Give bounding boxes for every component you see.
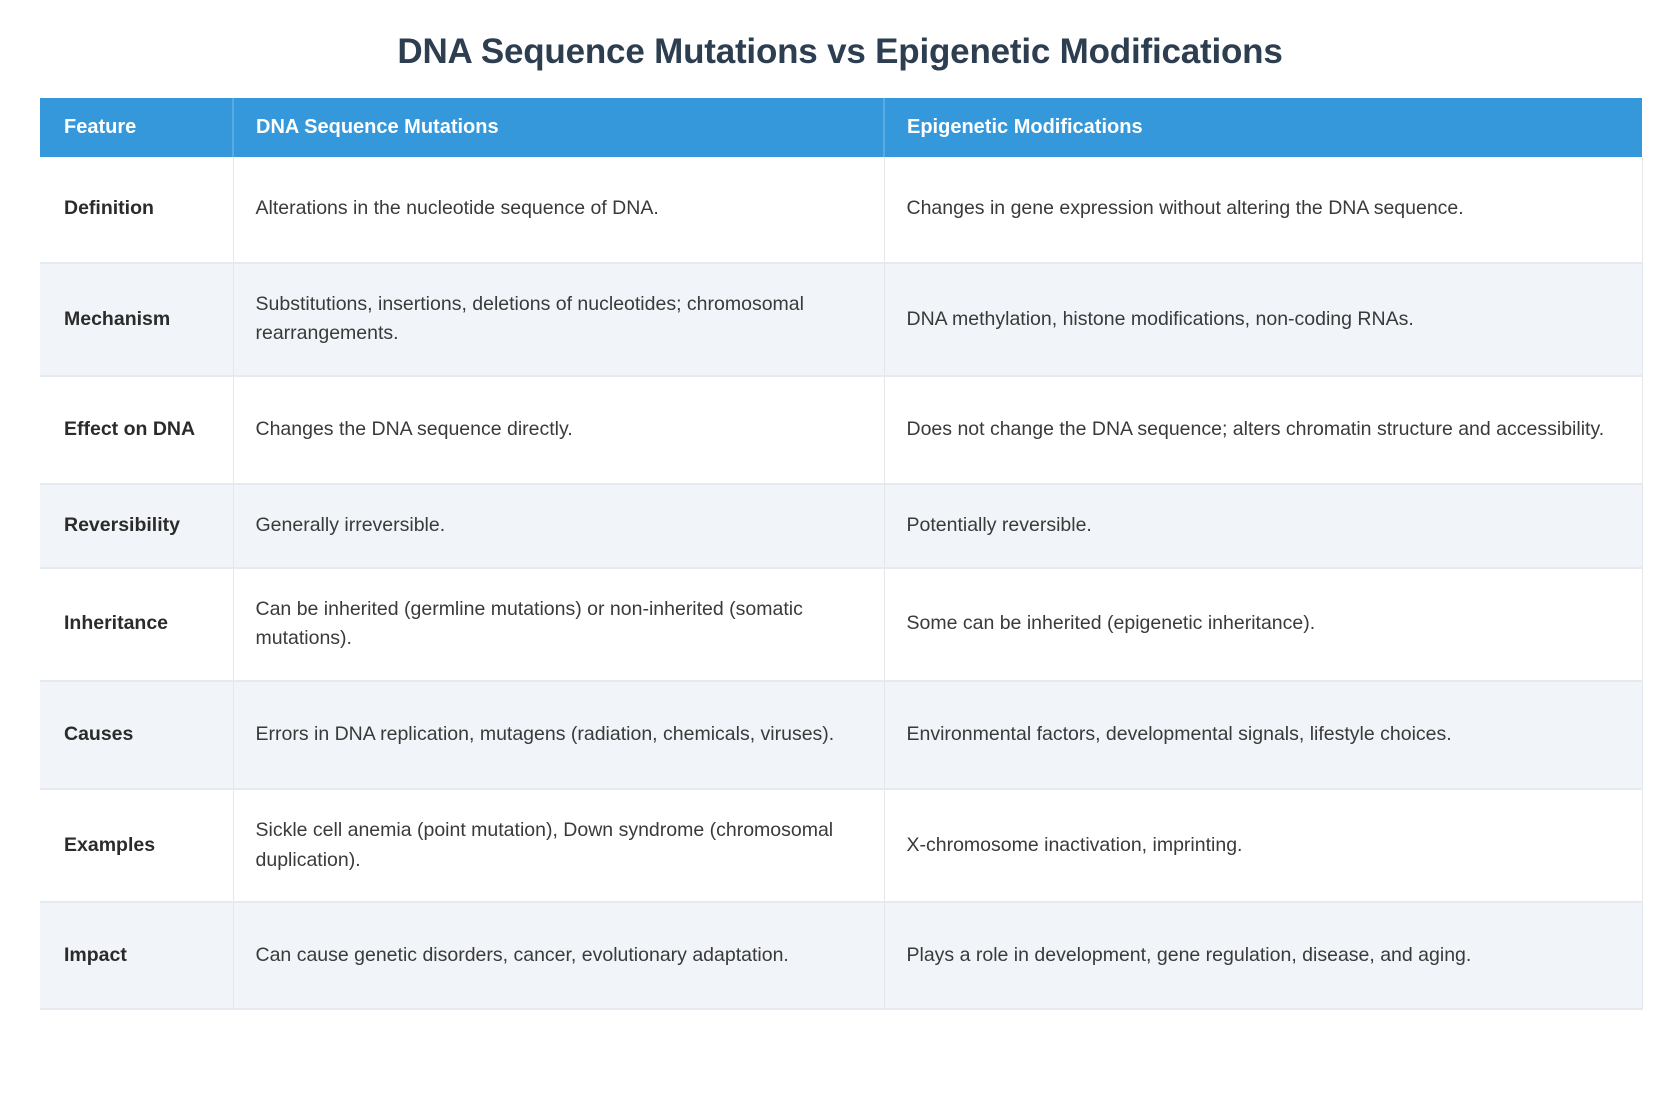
row-mutations-cell: Can be inherited (germline mutations) or…: [233, 567, 885, 682]
row-epigenetic-cell: Does not change the DNA sequence; alters…: [884, 376, 1643, 485]
row-feature-label: Examples: [40, 788, 234, 904]
table-row: Inheritance Can be inherited (germline m…: [40, 567, 1643, 682]
row-epigenetic-cell: Potentially reversible.: [884, 484, 1643, 569]
row-feature-label: Impact: [40, 902, 234, 1011]
row-feature-label: Reversibility: [40, 484, 234, 569]
table-row: Causes Errors in DNA replication, mutage…: [40, 680, 1643, 790]
row-mutations-cell: Errors in DNA replication, mutagens (rad…: [233, 680, 885, 790]
header-row: Feature DNA Sequence Mutations Epigeneti…: [40, 97, 1642, 157]
table-row: Mechanism Substitutions, insertions, del…: [40, 262, 1643, 378]
column-header-dna-sequence-mutations: DNA Sequence Mutations: [232, 97, 884, 157]
row-epigenetic-cell: Environmental factors, developmental sig…: [884, 680, 1643, 790]
row-epigenetic-cell: DNA methylation, histone modifications, …: [884, 262, 1643, 378]
comparison-table: Feature DNA Sequence Mutations Epigeneti…: [40, 97, 1643, 1011]
column-header-feature: Feature: [40, 97, 233, 157]
row-epigenetic-cell: Plays a role in development, gene regula…: [884, 902, 1643, 1011]
table-row: Effect on DNA Changes the DNA sequence d…: [40, 376, 1643, 485]
table-body: Definition Alterations in the nucleotide…: [40, 156, 1643, 1011]
table-header: Feature DNA Sequence Mutations Epigeneti…: [40, 97, 1642, 157]
row-feature-label: Inheritance: [40, 567, 234, 682]
table-container: Feature DNA Sequence Mutations Epigeneti…: [40, 97, 1643, 1011]
table-row: Examples Sickle cell anemia (point mutat…: [40, 788, 1643, 904]
row-feature-label: Causes: [40, 680, 234, 790]
row-epigenetic-cell: X-chromosome inactivation, imprinting.: [884, 788, 1643, 904]
row-epigenetic-cell: Changes in gene expression without alter…: [884, 156, 1643, 264]
table-row: Reversibility Generally irreversible. Po…: [40, 484, 1643, 569]
table-row: Definition Alterations in the nucleotide…: [40, 156, 1643, 264]
row-feature-label: Effect on DNA: [40, 376, 234, 485]
page-title: DNA Sequence Mutations vs Epigenetic Mod…: [397, 32, 1283, 71]
row-feature-label: Definition: [40, 156, 234, 264]
row-epigenetic-cell: Some can be inherited (epigenetic inheri…: [884, 567, 1643, 682]
row-mutations-cell: Generally irreversible.: [233, 484, 885, 569]
row-feature-label: Mechanism: [40, 262, 234, 378]
row-mutations-cell: Substitutions, insertions, deletions of …: [233, 262, 885, 378]
row-mutations-cell: Can cause genetic disorders, cancer, evo…: [233, 902, 885, 1011]
row-mutations-cell: Alterations in the nucleotide sequence o…: [233, 156, 885, 264]
row-mutations-cell: Sickle cell anemia (point mutation), Dow…: [233, 788, 885, 904]
column-header-epigenetic-modifications: Epigenetic Modifications: [883, 97, 1642, 157]
row-mutations-cell: Changes the DNA sequence directly.: [233, 376, 885, 485]
table-row: Impact Can cause genetic disorders, canc…: [40, 902, 1643, 1011]
